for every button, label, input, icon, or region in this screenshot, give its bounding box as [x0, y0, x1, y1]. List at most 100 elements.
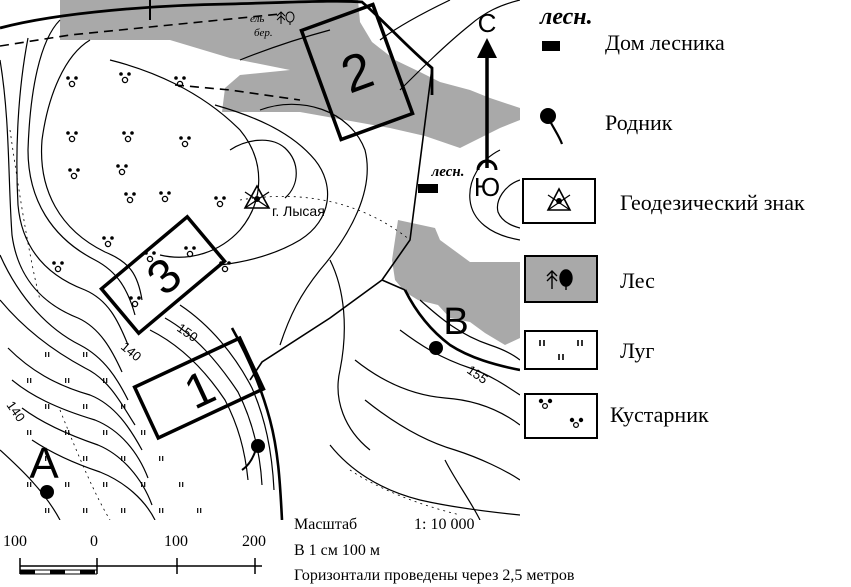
- contour-lines: [0, 0, 520, 520]
- scale-ratio: 1: 10 000: [414, 516, 475, 533]
- contour-label-140-west: 140: [4, 398, 29, 424]
- meadow-symbol: [83, 404, 88, 409]
- contour-line: [329, 444, 520, 516]
- meadow-symbol: [121, 456, 126, 461]
- meadow-symbol: [103, 430, 108, 435]
- shrub-symbol: [214, 196, 226, 208]
- trails: [9, 129, 461, 520]
- contour-line: [16, 37, 129, 346]
- scale-per-cm: В 1 см 100 м: [294, 542, 381, 559]
- contour-line: [364, 399, 520, 481]
- zone-3[interactable]: 3: [98, 214, 228, 336]
- forester-house-label: лесн.: [431, 164, 465, 180]
- shrub-symbol: [159, 191, 171, 203]
- forest-icon: [546, 269, 573, 290]
- contour-line: [214, 104, 329, 266]
- meadow-symbol: [83, 352, 88, 357]
- shrub-symbol: [66, 76, 78, 88]
- scale-tick-label: 100: [3, 533, 27, 550]
- contour-interval-note: Горизонтали проведены через 2,5 метров: [294, 567, 575, 584]
- river-line: [230, 327, 284, 520]
- meadow-symbol: [83, 456, 88, 461]
- shrub-symbol: [174, 76, 186, 88]
- legend-symbol-box: [524, 255, 598, 303]
- forester-house-icon: [418, 184, 438, 193]
- trail-line: [239, 196, 411, 241]
- contour-line: [399, 0, 520, 91]
- contour-line: [109, 59, 260, 258]
- forest-type-line: ель: [250, 13, 264, 25]
- meadow-symbol: [27, 482, 32, 487]
- river-line: [403, 289, 520, 372]
- topographic-map: 1 2 3 С Ю лесн. ель бер.: [0, 0, 520, 520]
- legend-header: лесн.: [540, 4, 593, 30]
- contour-line: [329, 259, 371, 451]
- shrub-symbol: [129, 296, 141, 308]
- contour-line: [0, 254, 129, 401]
- meadow-symbol: [65, 482, 70, 487]
- contour-line: [399, 329, 520, 396]
- summit-label: г. Лысая: [272, 203, 325, 219]
- meadow-symbol: [27, 378, 32, 383]
- contour-line: [0, 449, 61, 520]
- legend-label: Кустарник: [610, 402, 709, 427]
- meadow-symbol: [121, 404, 126, 409]
- contour-line: [239, 29, 331, 61]
- trail-line: [349, 469, 461, 516]
- forester-house-icon: [542, 41, 560, 51]
- contour-line: [259, 103, 368, 346]
- scale-tick-label: 0: [90, 533, 98, 550]
- shrub-symbol: [116, 164, 128, 176]
- contour-line: [149, 329, 249, 481]
- forest-boundaries: [0, 13, 301, 101]
- north-arrow: С Ю: [474, 8, 500, 202]
- legend-label: Лес: [620, 268, 655, 293]
- forest-type-line: бер.: [254, 27, 273, 39]
- road-line: [381, 279, 406, 291]
- contour-line: [354, 359, 520, 426]
- legend-label: Геодезический знак: [620, 190, 805, 215]
- meadow-symbol: [179, 482, 184, 487]
- point-a[interactable]: A: [29, 439, 59, 499]
- scale-title: Масштаб: [294, 516, 358, 533]
- contour-line: [0, 59, 123, 373]
- spring-icon: [540, 108, 564, 145]
- dashed-boundary: [0, 13, 281, 47]
- contour-line: [179, 304, 275, 491]
- forest-area-east: [392, 220, 520, 345]
- contour-line: [444, 459, 481, 520]
- scale-tick-label: 200: [242, 533, 266, 550]
- meadow-symbol: [141, 430, 146, 435]
- shrub-symbol: [119, 72, 131, 84]
- shrub-symbol: [102, 236, 114, 248]
- meadow-symbols: [27, 352, 202, 513]
- meadow-symbol: [45, 456, 50, 461]
- shrub-symbol: [68, 168, 80, 180]
- forest-areas: [60, 0, 520, 345]
- contour-line: [419, 299, 520, 361]
- legend-symbol-box: [524, 393, 598, 439]
- meadow-symbol: [121, 508, 126, 513]
- shrub-symbol: [179, 136, 191, 148]
- meadow-symbol: [83, 508, 88, 513]
- forest-type-label: ель бер.: [250, 11, 295, 39]
- meadow-symbol: [159, 508, 164, 513]
- shrub-symbol: [52, 261, 64, 273]
- geodetic-sign: [243, 184, 271, 209]
- forest-area-north: [60, 0, 520, 148]
- point-b[interactable]: B: [429, 301, 469, 355]
- trail-line: [59, 409, 111, 520]
- scale-bar: [19, 558, 262, 575]
- meadow-symbol: [45, 404, 50, 409]
- contour-line: [496, 179, 520, 229]
- contour-line: [21, 407, 153, 506]
- meadow-icon: [539, 340, 583, 360]
- legend-label: Родник: [605, 110, 673, 135]
- point-a-label: A: [29, 439, 59, 488]
- legend-symbol-box: [524, 330, 598, 370]
- legend-symbol-box: [522, 178, 596, 224]
- shrub-symbol: [124, 192, 136, 204]
- shrub-symbol: [66, 131, 78, 143]
- legend-label: Луг: [620, 338, 655, 363]
- south-label: Ю: [474, 172, 500, 202]
